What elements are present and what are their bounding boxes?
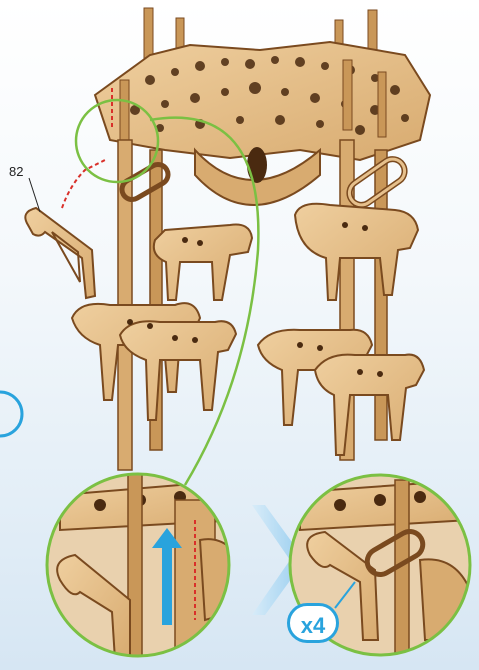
zoom-detail-before [40,470,240,670]
part-82 [25,208,95,298]
part-82-leader [29,178,40,212]
red-guide-dashes [62,160,105,208]
part-number-label: 82 [9,164,23,179]
prior-step-marker [0,392,22,436]
carousel-model [72,8,430,470]
quantity-badge: x4 [287,603,339,643]
